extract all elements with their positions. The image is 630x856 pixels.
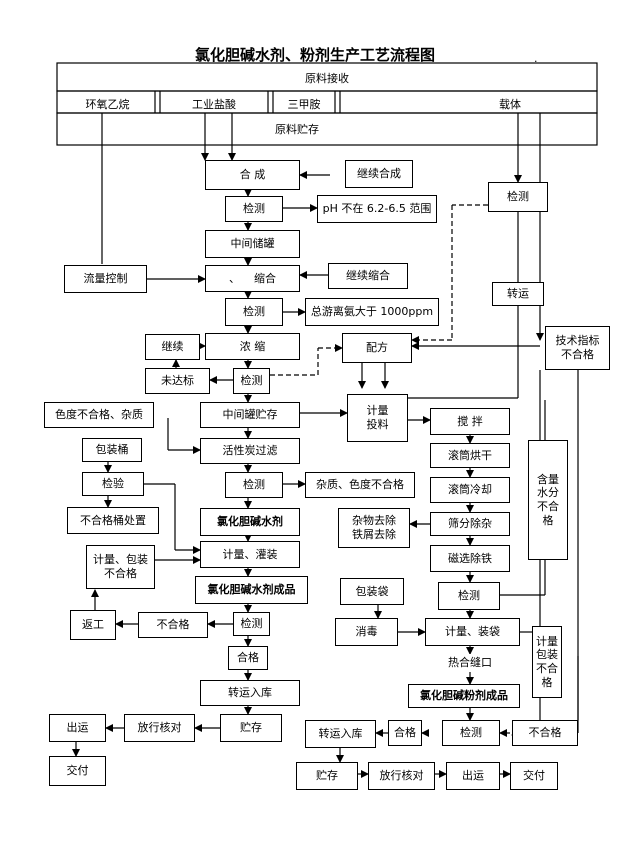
inspect-box-2: 检测 bbox=[225, 298, 283, 326]
transfer-store-box-2: 转运入库 bbox=[305, 720, 376, 748]
liquid-finished-box: 氯化胆碱水剂成品 bbox=[195, 576, 308, 604]
transfer-box: 转运 bbox=[492, 282, 544, 306]
stray-mark: . bbox=[534, 52, 538, 65]
storage-box-1: 贮存 bbox=[220, 714, 282, 742]
hcl-label: 工业盐酸 bbox=[192, 98, 236, 111]
qualified-box-1: 合格 bbox=[228, 646, 268, 670]
qualified-box-2: 合格 bbox=[388, 720, 422, 746]
drum-cool-box: 滚筒冷却 bbox=[430, 477, 510, 503]
release-check-box-1: 放行核对 bbox=[124, 714, 195, 742]
tma-label: 三甲胺 bbox=[287, 98, 321, 111]
continue-box: 继续 bbox=[145, 334, 200, 360]
pack-bag-box: 包装袋 bbox=[340, 578, 404, 605]
disinfect-box: 消毒 bbox=[335, 618, 398, 646]
below-standard-box: 未达标 bbox=[145, 368, 210, 394]
inspect-box-4: 检测 bbox=[225, 472, 283, 498]
carrier-label: 载体 bbox=[499, 98, 521, 111]
unqualified-box-1: 不合格 bbox=[138, 612, 208, 638]
measure-bag-box: 计量、装袋 bbox=[425, 618, 520, 646]
tech-fail-box: 技术指标 不合格 bbox=[545, 326, 610, 370]
deliver-box-1: 交付 bbox=[49, 756, 106, 786]
drum-dry-box: 滚筒烘干 bbox=[430, 443, 510, 468]
carbon-filter-box: 活性炭过滤 bbox=[200, 438, 300, 464]
formula-box: 配方 bbox=[342, 333, 412, 363]
mid-tank-box-2: 中间罐贮存 bbox=[200, 402, 300, 428]
inspect-box-5: 检测 bbox=[233, 612, 270, 636]
condense-label: 缩合 bbox=[254, 271, 276, 285]
drum-check-box: 检验 bbox=[82, 472, 144, 496]
ph-out-box: pH 不在 6.2-6.5 范围 bbox=[317, 195, 437, 223]
epoxy-label: 环氧乙烷 bbox=[85, 98, 130, 111]
unqualified-box-2: 不合格 bbox=[512, 720, 578, 746]
heat-seal-box: 热合缝口 bbox=[425, 654, 515, 672]
packing-drum-box: 包装桶 bbox=[82, 438, 142, 462]
synthesis-box: 合 成 bbox=[205, 160, 300, 190]
concentrate-box: 浓 缩 bbox=[205, 333, 300, 360]
mix-box: 搅 拌 bbox=[430, 408, 510, 435]
measure-feed-box: 计量 投料 bbox=[347, 394, 408, 442]
release-check-box-2: 放行核对 bbox=[368, 762, 435, 790]
content-fail-label: 含量水分不合格 bbox=[537, 472, 559, 527]
ammonia-out-box: 总游离氨大于 1000ppm bbox=[305, 298, 439, 326]
continue-synthesis-box: 继续合成 bbox=[345, 160, 413, 188]
magnetic-box: 磁选除铁 bbox=[430, 545, 510, 572]
ship-box-2: 出运 bbox=[446, 762, 500, 790]
raw-storage-label: 原料贮存 bbox=[275, 123, 319, 136]
page-title: 氯化胆碱水剂、粉剂生产工艺流程图 bbox=[194, 46, 435, 64]
impurity-remove-box: 杂物去除 铁屑去除 bbox=[338, 508, 410, 548]
inspect-box-3: 检测 bbox=[233, 368, 270, 394]
powder-finished-box: 氯化胆碱粉剂成品 bbox=[408, 684, 520, 708]
storage-box-2: 贮存 bbox=[296, 762, 358, 790]
deliver-box-2: 交付 bbox=[510, 762, 558, 790]
drum-reject-box: 不合格桶处置 bbox=[67, 507, 159, 534]
flow-control-box: 流量控制 bbox=[64, 265, 147, 293]
transfer-store-box-1: 转运入库 bbox=[200, 680, 300, 706]
content-fail-box: 含量水分不合格 bbox=[528, 440, 568, 560]
measure-fill-box: 计量、灌装 bbox=[200, 541, 300, 568]
raw-receive-label: 原料接收 bbox=[305, 72, 349, 85]
pack-fail-label-2: 计量包装不合格 bbox=[536, 634, 558, 689]
continue-condense-box: 继续缩合 bbox=[328, 263, 408, 289]
measure-pack-fail-box: 计量、包装不合格 bbox=[86, 545, 155, 589]
sieve-box: 筛分除杂 bbox=[430, 512, 510, 536]
liquid-product-box: 氯化胆碱水剂 bbox=[200, 508, 300, 536]
condense-box: 、 缩合 bbox=[205, 265, 300, 292]
impurity-color-box: 杂质、色度不合格 bbox=[305, 472, 415, 498]
mid-tank-box-1: 中间储罐 bbox=[205, 230, 300, 258]
comma-mark: 、 bbox=[229, 271, 240, 285]
inspect-box-6: 检测 bbox=[438, 582, 500, 610]
inspect-carrier-box: 检测 bbox=[488, 182, 548, 212]
inspect-box-1: 检测 bbox=[225, 196, 283, 222]
ship-box-1: 出运 bbox=[49, 714, 106, 742]
rework-box: 返工 bbox=[70, 610, 116, 640]
inspect-box-7: 检测 bbox=[442, 720, 500, 746]
pack-fail-box-2: 计量包装不合格 bbox=[532, 626, 562, 698]
color-out-box: 色度不合格、杂质 bbox=[44, 402, 154, 428]
